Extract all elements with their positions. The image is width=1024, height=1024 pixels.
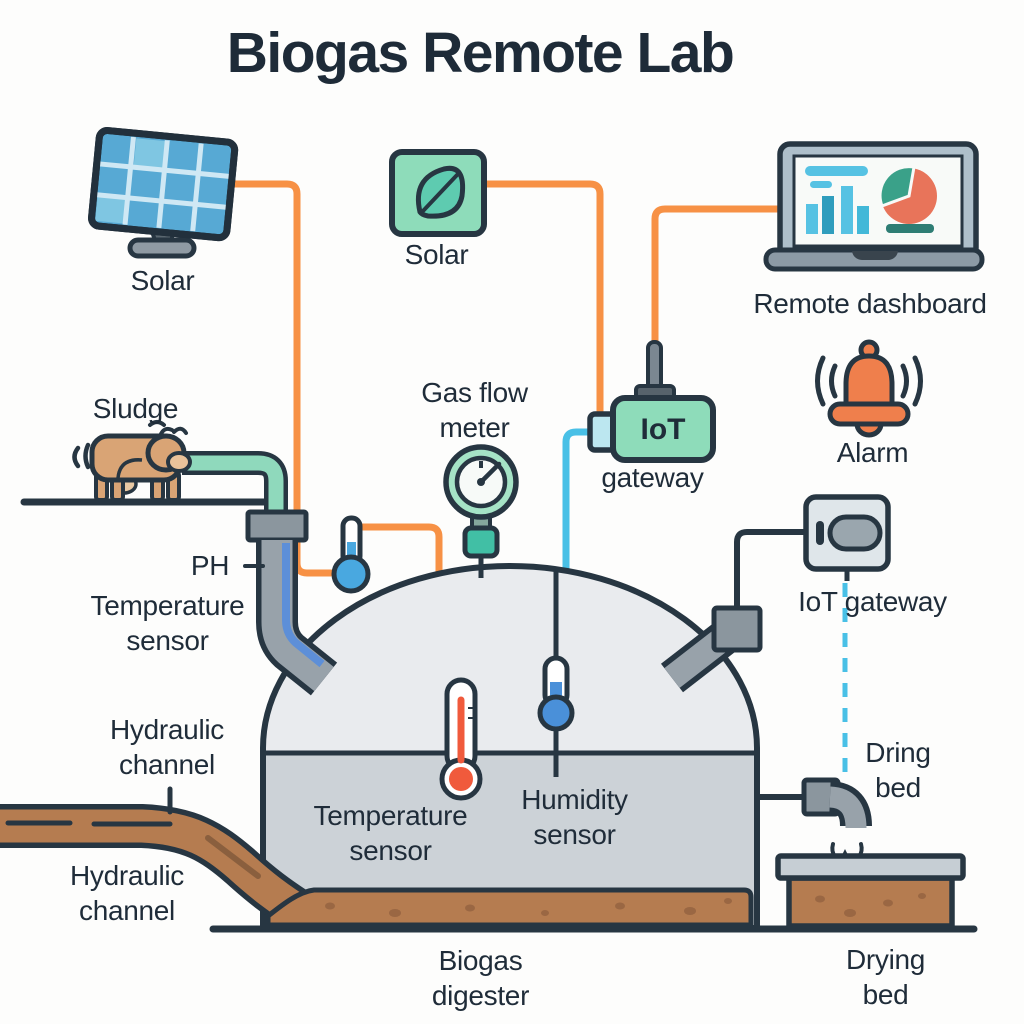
ph-temperature-probe-icon: [331, 515, 371, 594]
page-title: Biogas Remote Lab: [226, 21, 735, 85]
solar-power-wire: [480, 180, 604, 418]
ph-label: PH: [190, 550, 230, 581]
iot-gateway-top-icon: [587, 340, 716, 463]
right-gateway-wire: [734, 529, 809, 618]
temperature-sensor-label: Temperature sensor: [313, 800, 468, 866]
humidity-sensor-label: Humidity sensor: [521, 784, 628, 850]
dashboard-wire: [651, 205, 783, 350]
biogas-digester-label: Biogas digester: [431, 945, 530, 1011]
digester-sludge-layer: [265, 887, 754, 928]
dashboard-pie-chart: [878, 165, 937, 233]
solar-panel-wire: [224, 180, 335, 577]
hydraulic-channel-icon: [0, 786, 312, 931]
probe-wire: [356, 523, 443, 582]
dring-bed-label: Dring bed: [865, 737, 931, 803]
humidity-sensor-icon: [537, 570, 575, 777]
ph-temperature-sensor-label: Temperature sensor: [90, 590, 245, 656]
iot-gateway-top-label: gateway: [601, 462, 704, 493]
solar-panel-icon: [88, 127, 239, 259]
iot-gateway-right-icon: [803, 494, 891, 581]
inlet-pipe: [182, 451, 338, 696]
biogas-digester-icon: [260, 563, 760, 931]
outlet-pipe: [660, 605, 763, 693]
gas-flow-meter-label: Gas flow meter: [421, 377, 528, 443]
gateway-cyan-wire: [562, 428, 598, 588]
gas-flow-meter-icon: [443, 444, 519, 578]
wires: [224, 180, 809, 618]
iot-device-text: IoT: [640, 413, 686, 446]
drying-bed-icon: [775, 853, 966, 929]
remote-dashboard-icon: [763, 141, 985, 272]
drying-bed-label: Drying bed: [845, 944, 926, 1010]
hydraulic-channel-upper-label: Hydraulic channel: [109, 714, 224, 780]
cow-icon: [72, 420, 192, 502]
dashboard-bar-chart: [805, 166, 869, 234]
iot-gateway-right-label: IoT gateway: [798, 586, 947, 617]
solar-power-label: Solar: [404, 239, 469, 270]
drying-bed-outlet: [757, 777, 872, 861]
alarm-icon: [815, 339, 923, 438]
sludge-label: Sludge: [92, 393, 179, 424]
alarm-label: Alarm: [836, 437, 909, 468]
temperature-sensor-icon: [439, 677, 483, 801]
remote-dashboard-label: Remote dashboard: [753, 288, 987, 319]
hydraulic-channel-lower-label: Hydraulic channel: [69, 860, 184, 926]
solar-leaf-icon: [389, 149, 487, 237]
solar-panel-label: Solar: [130, 265, 195, 296]
